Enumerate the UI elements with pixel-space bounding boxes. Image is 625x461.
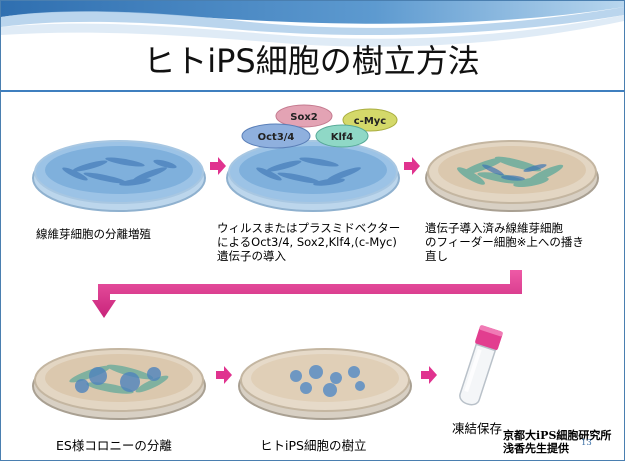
petri-dish-blue-1 [32,140,206,212]
step-5-caption: ヒトiPS細胞の樹立 [260,438,367,453]
arrow-right-3 [216,366,232,384]
page-number: 13 [581,438,592,448]
credit-line-2: 浅香先生提供 [503,442,569,455]
petri-dish-blue-2 [226,140,400,212]
factor-sox2: Sox2 [290,112,318,123]
arrow-right-2 [404,157,420,175]
header-wave [1,1,624,47]
step-1-caption: 線維芽細胞の分離増殖 [36,227,151,241]
petri-dish-tan-1 [425,140,599,212]
credit-line-1: 京都大iPS細胞研究所 [503,429,612,442]
step-3-caption: 遺伝子導入済み線維芽細胞 のフィーダー細胞※上への播き 直し [425,221,584,263]
step-6-caption: 凍結保存 [452,421,503,436]
factor-cmyc: c-Myc [354,116,387,127]
cryo-tube-icon [459,325,503,406]
petri-dish-tan-2 [32,348,206,420]
step-4-caption: ES様コロニーの分離 [56,438,172,453]
title-underline [1,90,624,92]
factor-klf4: Klf4 [331,132,354,143]
factor-oct: Oct3/4 [258,132,295,143]
arrow-right-4 [421,366,437,384]
arrow-right-1 [210,157,226,175]
step-2-caption: ウィルスまたはプラスミドベクター によるOct3/4, Sox2,Klf4,(c… [217,221,401,263]
factor-bubbles: Sox2 c-Myc Oct3/4 Klf4 [241,104,398,149]
slide-title: ヒトiPS細胞の樹立方法 [143,42,480,80]
arrow-return [92,270,522,318]
petri-dish-tan-3 [238,348,412,420]
